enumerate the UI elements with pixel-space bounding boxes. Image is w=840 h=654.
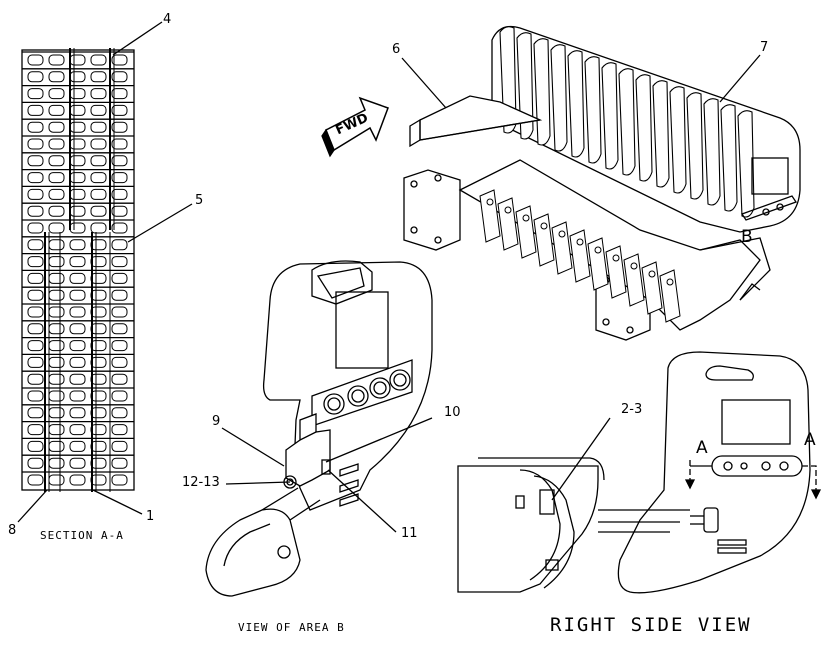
callout-b: B bbox=[741, 227, 753, 247]
iso-weight-slabs bbox=[499, 26, 755, 218]
weight-slab-rows bbox=[22, 51, 134, 486]
callout-4: 4 bbox=[163, 12, 172, 27]
callout-10: 10 bbox=[444, 405, 461, 420]
counterweight-assembly-drawing bbox=[403, 25, 801, 341]
callout-7: 7 bbox=[760, 40, 769, 55]
area-b-drawing bbox=[205, 260, 433, 597]
section-aa-caption: SECTION A-A bbox=[40, 529, 124, 542]
callout-a-right: A bbox=[804, 430, 816, 450]
fwd-arrow-icon bbox=[321, 96, 389, 158]
right-side-view-caption: RIGHT SIDE VIEW bbox=[550, 614, 752, 636]
callout-11: 11 bbox=[401, 526, 418, 541]
callout-9: 9 bbox=[212, 414, 221, 429]
callout-12-13: 12-13 bbox=[182, 475, 220, 490]
callout-a-left: A bbox=[696, 438, 708, 458]
callout-6: 6 bbox=[392, 42, 401, 57]
view-area-b-caption: VIEW OF AREA B bbox=[238, 621, 345, 634]
callout-8: 8 bbox=[8, 523, 17, 538]
right-side-view-drawing bbox=[457, 351, 822, 594]
iso-lower-slabs bbox=[479, 189, 681, 323]
callout-5: 5 bbox=[195, 193, 204, 208]
callout-2-3: 2-3 bbox=[621, 402, 643, 417]
section-aa-drawing bbox=[21, 48, 135, 492]
callout-1: 1 bbox=[146, 509, 155, 524]
